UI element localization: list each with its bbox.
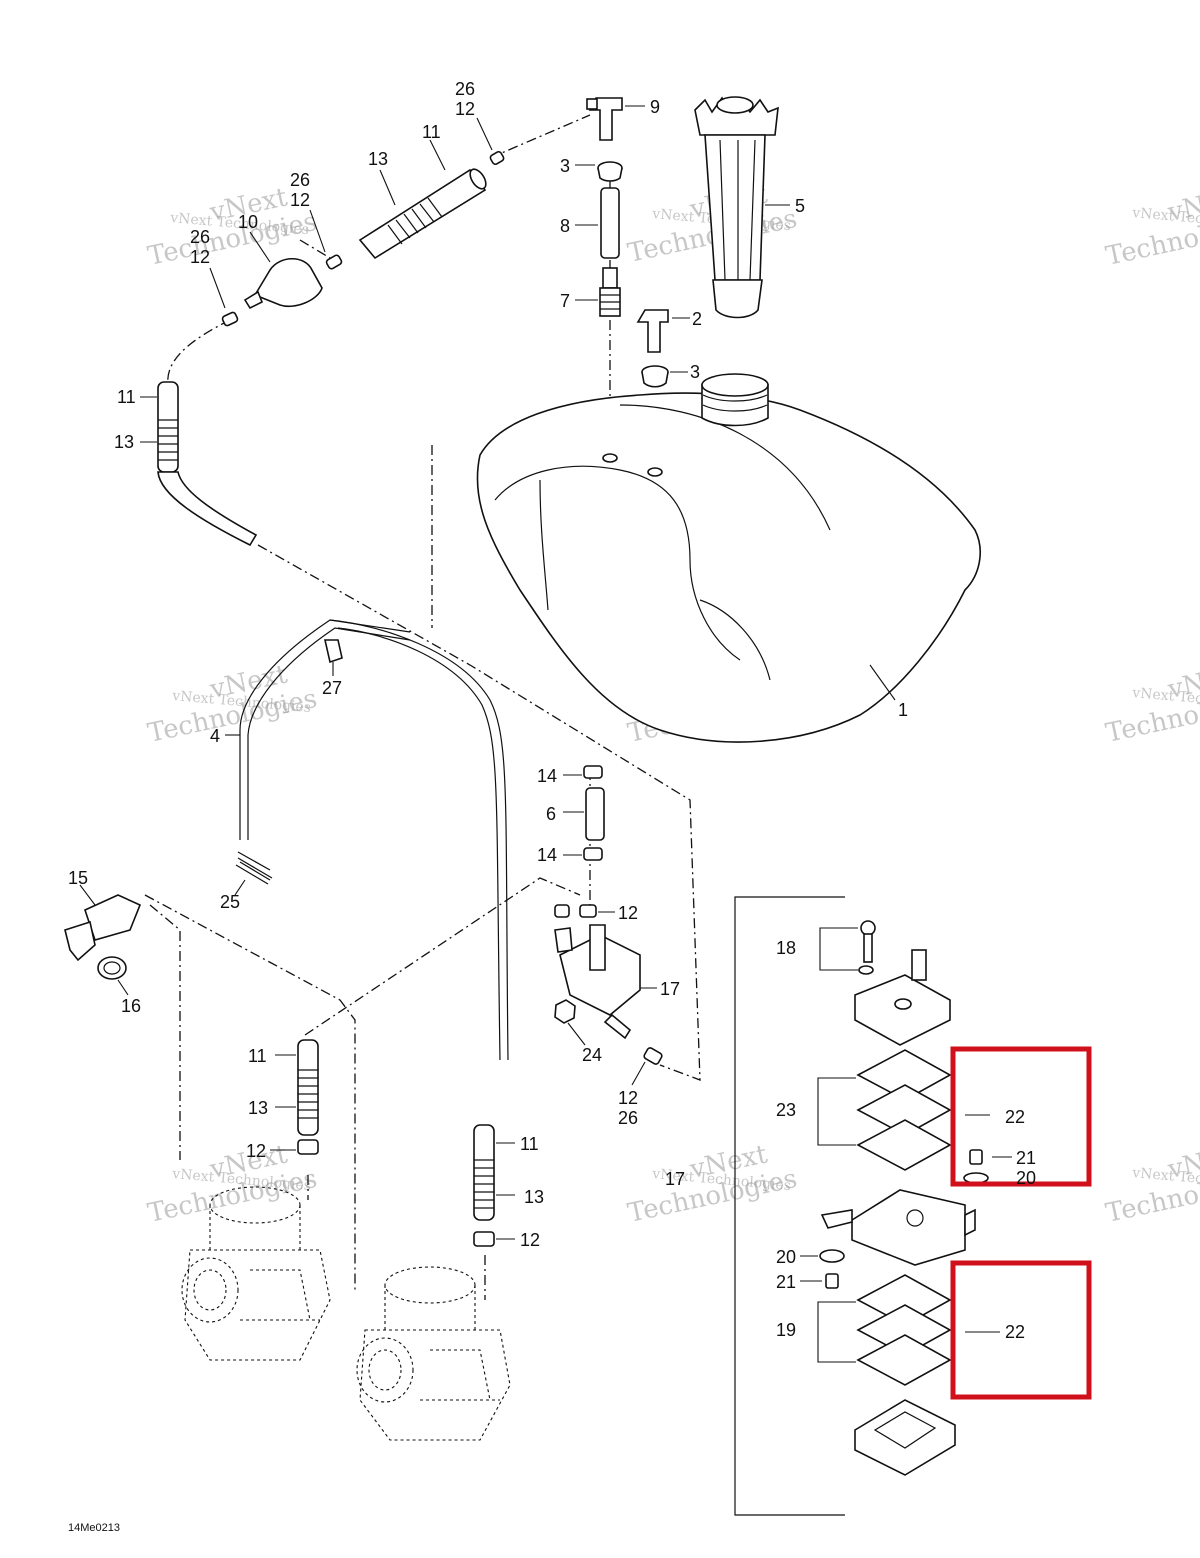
callout-labels: 26 12 9 11 13 3 26 12 10 26 12 8 5 7 2 3… xyxy=(68,79,1036,1342)
drawing-code: 14Me0213 xyxy=(68,1522,120,1534)
dash-line xyxy=(149,904,181,1160)
washer-16 xyxy=(97,956,129,996)
callout-label: 13 xyxy=(248,1098,268,1118)
callout-label: 27 xyxy=(322,678,342,698)
callout-label: 21 xyxy=(1016,1148,1036,1168)
hose-11-13-carb-right xyxy=(473,1124,515,1247)
callout-label: 26 xyxy=(290,170,310,190)
gasket-set-23 xyxy=(817,1049,990,1171)
callout-label: 16 xyxy=(121,996,141,1016)
callout-label: 17 xyxy=(665,1169,685,1189)
callout-label: 12 xyxy=(618,903,638,923)
spring-25 xyxy=(234,851,273,896)
callout-label: 7 xyxy=(560,291,570,311)
hose-6 xyxy=(563,787,605,841)
callout-label: 9 xyxy=(650,97,660,117)
callout-label: 25 xyxy=(220,892,240,912)
callout-label: 12 xyxy=(290,190,310,210)
disc-20-lower xyxy=(800,1249,845,1263)
callout-label: 15 xyxy=(68,868,88,888)
callout-label: 22 xyxy=(1005,1107,1025,1127)
callout-label: 10 xyxy=(238,212,258,232)
callout-label: 13 xyxy=(524,1187,544,1207)
screw-18 xyxy=(819,920,876,975)
callout-label: 14 xyxy=(537,766,557,786)
gasket-set-19 xyxy=(817,1274,1000,1386)
highlight-box-upper xyxy=(950,1046,1092,1187)
hose-clamp xyxy=(209,267,239,327)
callout-label: 20 xyxy=(1016,1168,1036,1188)
valve-21-upper xyxy=(969,1149,1012,1165)
callout-label: 20 xyxy=(776,1247,796,1267)
callout-label: 12 xyxy=(246,1141,266,1161)
dash-line xyxy=(167,319,231,386)
vent-tube-8 xyxy=(575,187,620,259)
callout-label: 8 xyxy=(560,216,570,236)
callout-label: 11 xyxy=(520,1134,539,1154)
callout-label: 17 xyxy=(660,979,680,999)
fuel-filter-10 xyxy=(243,231,323,310)
pump-body xyxy=(820,1189,976,1266)
valve-7 xyxy=(575,267,621,317)
callout-label: 12 xyxy=(455,99,475,119)
callout-label: 1 xyxy=(898,700,908,720)
grommet-3-upper xyxy=(575,161,623,182)
callout-label: 22 xyxy=(1005,1322,1025,1342)
hose-11-13-carb-left xyxy=(270,1039,319,1155)
pump-base-plate xyxy=(854,1399,956,1476)
callout-label: 12 xyxy=(520,1230,540,1250)
fuel-cap-sender xyxy=(694,96,790,319)
hose-11-13-left xyxy=(140,381,258,547)
highlight-box-lower xyxy=(950,1260,1092,1400)
fuel-tap-15 xyxy=(64,884,142,962)
fuel-tank xyxy=(476,373,981,743)
callout-label: 12 xyxy=(190,247,210,267)
callout-label: 14 xyxy=(537,845,557,865)
callout-label: 11 xyxy=(422,122,441,142)
callout-label: 4 xyxy=(210,726,220,746)
vent-line-4 xyxy=(225,619,509,1061)
grommet-3-lower xyxy=(641,365,688,388)
hose-11-13-upper xyxy=(358,139,487,260)
callout-label: 19 xyxy=(776,1320,796,1340)
callout-label: 21 xyxy=(776,1272,796,1292)
callout-label: 26 xyxy=(455,79,475,99)
dash-line xyxy=(257,544,701,1081)
callout-label: 13 xyxy=(368,149,388,169)
pump-cover xyxy=(854,949,951,1046)
callout-label: 12 xyxy=(618,1088,638,1108)
callout-label: 26 xyxy=(190,227,210,247)
callout-label: 13 xyxy=(114,432,134,452)
callout-label: 26 xyxy=(618,1108,638,1128)
callout-label: 3 xyxy=(690,362,700,382)
callout-label: 6 xyxy=(546,804,556,824)
hose-clamp xyxy=(476,117,505,166)
callout-label: 24 xyxy=(582,1045,602,1065)
nut-24 xyxy=(554,999,586,1046)
elbow-fitting-9 xyxy=(586,97,645,141)
carburetor-right xyxy=(356,1266,511,1441)
clamp-14-upper xyxy=(563,765,603,779)
clamp-14-lower xyxy=(563,847,603,861)
elbow-fitting-2 xyxy=(636,309,690,353)
callout-label: 2 xyxy=(692,309,702,329)
callout-label: 5 xyxy=(795,196,805,216)
callout-label: 3 xyxy=(560,156,570,176)
dash-line xyxy=(304,877,581,1036)
callout-label: 11 xyxy=(248,1046,267,1066)
callout-label: 18 xyxy=(776,938,796,958)
dash-line xyxy=(489,114,591,159)
callout-label: 23 xyxy=(776,1100,796,1120)
clip-27 xyxy=(323,639,343,676)
valve-21-lower xyxy=(800,1273,839,1289)
callout-label: 11 xyxy=(117,387,136,407)
pump-exploded-view xyxy=(734,896,1012,1516)
carburetor-left xyxy=(181,1186,331,1361)
hose-clamp xyxy=(309,209,343,270)
dash-line xyxy=(144,894,356,1290)
fuel-pump-17 xyxy=(554,904,657,1040)
clamp-12-26 xyxy=(631,1047,663,1086)
dash-line xyxy=(299,239,331,259)
